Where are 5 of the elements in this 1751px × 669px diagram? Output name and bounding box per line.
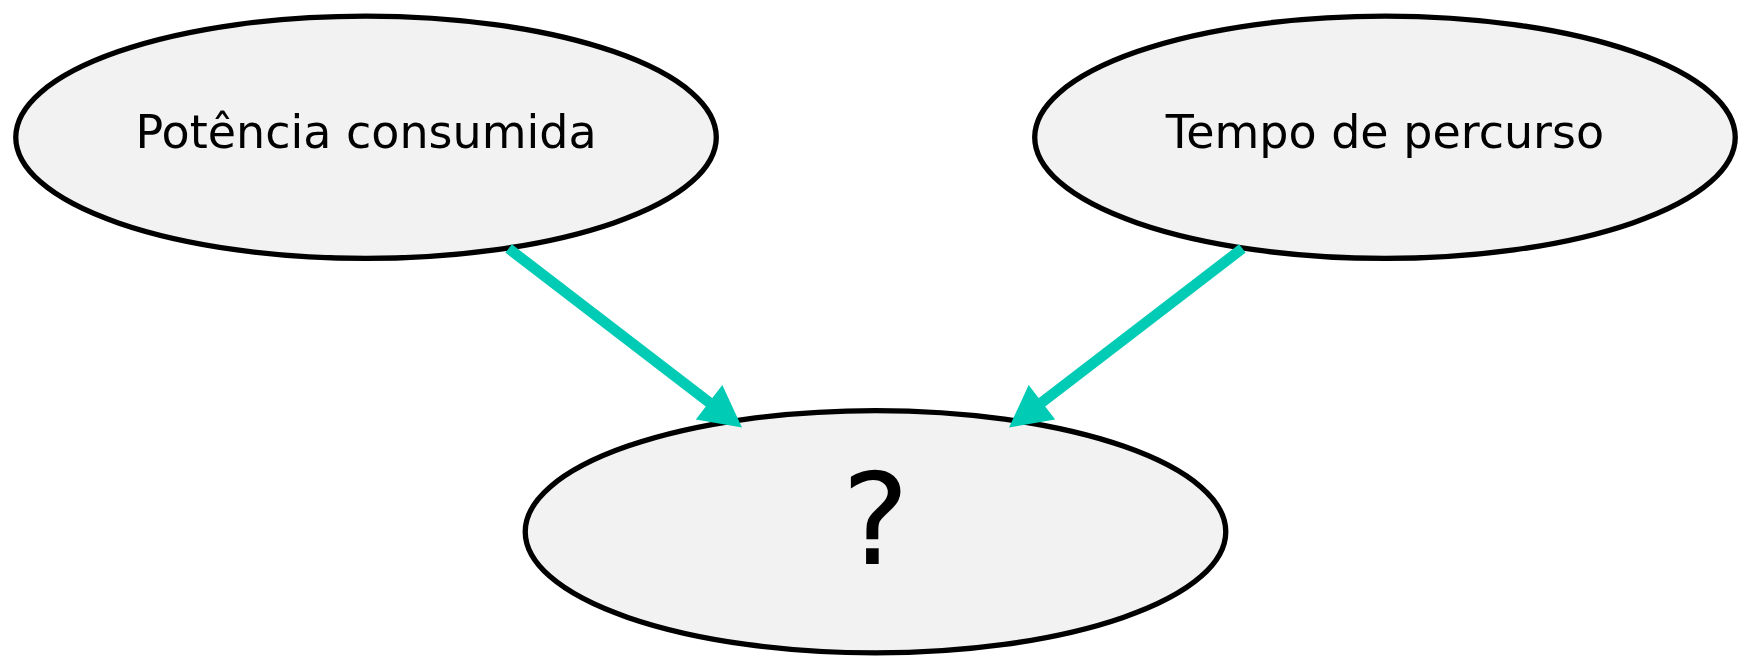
arrow (505, 244, 742, 428)
node-ellipse: ? (522, 407, 1229, 656)
node-ellipse: Tempo de percurso (1032, 13, 1738, 262)
node-ellipse: Potência consumida (13, 13, 719, 262)
arrow (1009, 244, 1246, 428)
